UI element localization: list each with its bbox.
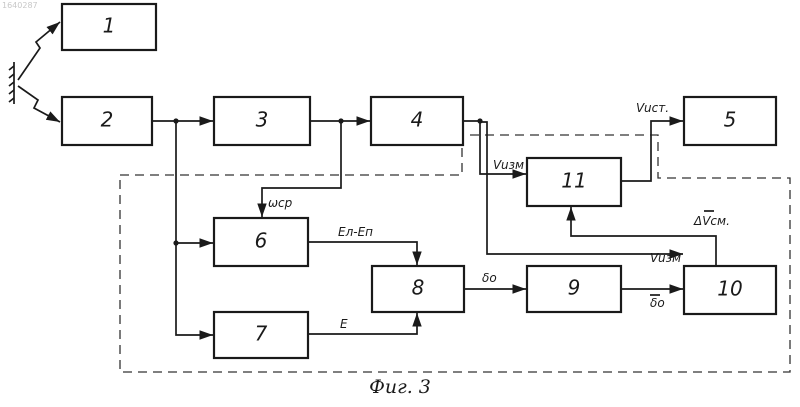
link-bus-to-6 bbox=[176, 121, 213, 243]
block-2: 2 bbox=[62, 97, 152, 145]
label-v-izm-to-10: Vuзм bbox=[650, 251, 681, 265]
label-delta0-bar: δo bbox=[650, 296, 665, 310]
block-9-number: 9 bbox=[568, 276, 581, 300]
label-delta-v-sm: ΔVсм. bbox=[693, 214, 730, 228]
block-8-number: 8 bbox=[412, 276, 425, 300]
link-7-to-8 bbox=[308, 313, 417, 334]
label-v-izm-to-11: Vuзм bbox=[493, 158, 524, 172]
label-v-ust: Vuст. bbox=[636, 101, 669, 115]
junction-dot bbox=[477, 118, 482, 123]
label-omega-sr: ωср bbox=[268, 196, 293, 210]
block-5: 5 bbox=[684, 97, 776, 145]
block-1: 1 bbox=[62, 4, 156, 50]
block-6: 6 bbox=[214, 218, 308, 266]
block-4-number: 4 bbox=[411, 108, 424, 132]
junction-dot bbox=[173, 118, 178, 123]
block-5-number: 5 bbox=[724, 108, 737, 132]
block-9: 9 bbox=[527, 266, 621, 312]
link-6-to-8 bbox=[308, 242, 417, 265]
label-el-minus-en: Eл-Eп bbox=[338, 225, 373, 239]
block-3-number: 3 bbox=[256, 108, 269, 132]
block-7-number: 7 bbox=[255, 322, 268, 346]
antenna-icon bbox=[9, 62, 14, 104]
figure-caption: Фuг. 3 bbox=[369, 376, 431, 398]
block-3: 3 bbox=[214, 97, 310, 145]
block-2-number: 2 bbox=[101, 108, 114, 132]
junction-dot bbox=[173, 240, 178, 245]
block-11-number: 11 bbox=[561, 169, 586, 193]
block-10-number: 10 bbox=[717, 277, 742, 301]
signal-to-block-1 bbox=[18, 22, 60, 80]
block-10: 10 bbox=[684, 266, 776, 314]
junction-dot bbox=[338, 118, 343, 123]
watermark-text: 1640287 bbox=[2, 1, 38, 10]
block-6-number: 6 bbox=[255, 229, 268, 253]
label-delta0: δo bbox=[482, 271, 497, 285]
block-1-number: 1 bbox=[103, 14, 116, 38]
block-4: 4 bbox=[371, 97, 463, 145]
block-11: 11 bbox=[527, 158, 621, 206]
block-7: 7 bbox=[214, 312, 308, 358]
label-e: E bbox=[340, 317, 348, 331]
signal-from-antenna-to-block-2 bbox=[18, 86, 60, 122]
block-8: 8 bbox=[372, 266, 464, 312]
link-bus-to-7 bbox=[176, 243, 213, 335]
link-11-to-5 bbox=[621, 121, 683, 181]
